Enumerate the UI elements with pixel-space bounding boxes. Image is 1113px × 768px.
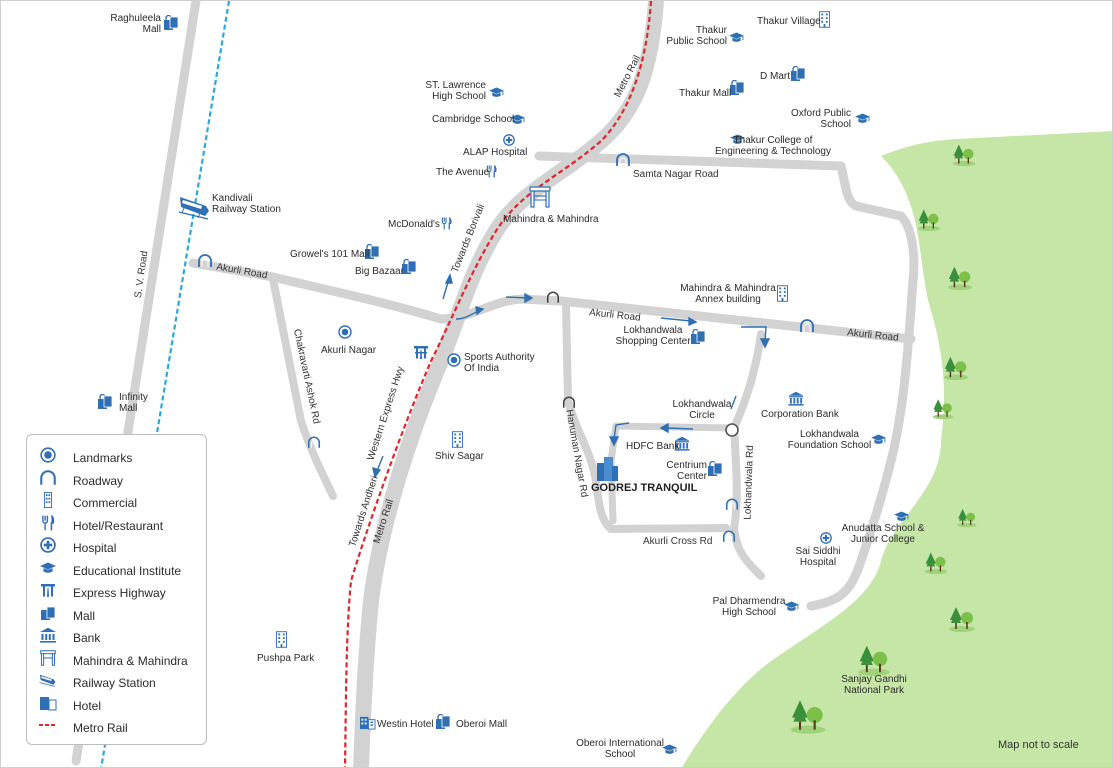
landmark-icon	[40, 447, 56, 463]
lokhandwala-circle-marker	[725, 423, 739, 437]
legend-label: Roadway	[73, 474, 124, 488]
legend-label: Railway Station	[73, 676, 156, 690]
arrow-akurli-1	[505, 296, 528, 299]
label-oberoi-school: Oberoi International School	[576, 738, 664, 760]
legend-label: Mahindra & Mahindra	[73, 654, 188, 668]
legend-row: Mall	[39, 605, 204, 625]
label-lokhandwala-foundation: Lokhandwala Foundation School	[787, 429, 872, 451]
educational-institute-icon	[40, 562, 56, 573]
label-westin-hotel: Westin Hotel	[377, 719, 434, 730]
mahindra-gate-icon	[40, 650, 56, 666]
label-growels-mall: Growel's 101 Mall	[290, 249, 370, 260]
national-park-area	[682, 131, 1112, 767]
label-pal-dharmendra: Pal Dharmendra High School	[712, 596, 786, 618]
legend-label: Bank	[73, 631, 101, 645]
road-label-akurli-cross: Akurli Cross Rd	[643, 536, 713, 547]
arrow-akurli-2	[660, 317, 692, 322]
legend-row: Express Highway	[39, 582, 204, 602]
samta-nagar-road	[534, 151, 919, 611]
label-oberoi-mall: Oberoi Mall	[456, 719, 508, 730]
label-big-bazaar: Big Bazaar	[355, 266, 404, 277]
label-thakur-public-school: Thakur Public School	[666, 25, 727, 47]
label-corporation-bank: Corporation Bank	[761, 409, 839, 420]
scale-note: Map not to scale	[998, 739, 1079, 751]
label-pushpa-park: Pushpa Park	[257, 653, 315, 664]
label-lokhandwala-circle: Lokhandwala Circle	[672, 399, 732, 421]
label-d-mart: D Mart	[760, 71, 790, 82]
hotel-icon	[40, 697, 57, 711]
hanuman-nagar-road	[562, 302, 730, 533]
legend-label: Educational Institute	[73, 564, 182, 578]
legend-row: Educational Institute	[39, 560, 204, 580]
akurli-road-west	[188, 258, 446, 324]
label-sanjay-gandhi-park: Sanjay Gandhi National Park	[841, 674, 907, 696]
label-sai-siddhi-hospital: Sai Siddhi Hospital	[795, 546, 841, 568]
legend-row: Metro Rail	[39, 717, 204, 737]
label-infinity-mall: Infinity Mall	[119, 392, 148, 414]
label-mahindra-mahindra: Mahindra & Mahindra	[503, 214, 599, 225]
legend-row: Mahindra & Mahindra	[39, 650, 204, 670]
metro-rail-line	[343, 1, 653, 767]
label-hdfc-bank: HDFC Bank	[626, 441, 680, 452]
legend-row: Roadway	[39, 470, 204, 490]
label-alap-hospital: ALAP Hospital	[463, 147, 528, 158]
label-thakur-college: Thakur College of Engineering & Technolo…	[714, 135, 831, 157]
legend-label: Hotel	[73, 699, 102, 713]
legend-row: Commercial	[39, 492, 204, 512]
legend-row: Hospital	[39, 537, 204, 557]
legend-label: Express Highway	[73, 586, 166, 600]
arrow-lokh-1	[741, 326, 767, 342]
legend-row: Bank	[39, 627, 204, 647]
legend-label: Hospital	[73, 541, 117, 555]
label-kandivali-station: Kandivali Railway Station	[212, 193, 281, 215]
label-sports-authority: Sports Authority Of India	[464, 352, 535, 374]
label-shiv-sagar: Shiv Sagar	[435, 451, 484, 462]
hospital-icon	[40, 537, 56, 553]
label-mcdonalds: McDonald's	[388, 219, 440, 230]
arrow-loop-1	[665, 427, 694, 430]
label-godrej-tranquil: GODREJ TRANQUIL	[591, 482, 698, 494]
label-st-lawrence: ST. Lawrence High School	[425, 80, 486, 102]
roadway-icon	[40, 470, 56, 485]
label-raghuleela-mall: Raghuleela Mall	[110, 13, 161, 35]
label-anudatta-school: Anudatta School & Junior College	[841, 523, 925, 545]
label-cambridge-school: Cambridge School	[432, 114, 515, 125]
railway-station-icon	[39, 674, 56, 687]
legend-row: Hotel	[39, 695, 204, 715]
label-the-avenue: The Avenue	[436, 167, 490, 178]
legend-row: Railway Station	[39, 672, 204, 692]
mall-icon	[41, 606, 56, 620]
label-lokhandwala-shopping: Lokhandwala Shopping Center	[615, 325, 691, 347]
legend-row: Hotel/Restaurant	[39, 515, 204, 535]
legend-label: Metro Rail	[73, 721, 128, 735]
arrow-loop-2	[613, 422, 630, 440]
label-thakur-mall: Thakur Mall	[679, 88, 732, 99]
chakravarti-ashok-road	[269, 275, 337, 500]
road-label-samta-nagar: Samta Nagar Road	[633, 169, 719, 180]
legend-label: Commercial	[73, 496, 138, 510]
godrej-tranquil-building-icon	[597, 457, 618, 481]
arrow-lokh-2	[730, 395, 737, 410]
metro-rail-line-icon	[39, 724, 57, 726]
legend-row: Landmarks	[39, 447, 204, 467]
map-legend: Landmarks Roadway Commercial Hotel/Resta…	[26, 434, 207, 745]
label-thakur-village: Thakur Village	[757, 16, 821, 27]
arrow-andheri	[376, 455, 384, 472]
label-centrium-center: Centrium Center	[666, 460, 707, 482]
legend-label: Landmarks	[73, 451, 133, 465]
legend-label: Mall	[73, 609, 96, 623]
commercial-icon	[44, 492, 52, 508]
label-mm-annex: Mahindra & Mahindra Annex building	[680, 283, 776, 305]
legend-label: Hotel/Restaurant	[73, 519, 164, 533]
hotel-restaurant-icon	[42, 515, 55, 531]
label-oxford-public-school: Oxford Public School	[790, 108, 851, 130]
label-akurli-nagar: Akurli Nagar	[321, 345, 377, 356]
lokhandwala-road	[730, 330, 765, 580]
bank-icon	[40, 627, 56, 643]
express-highway-icon	[41, 584, 55, 597]
